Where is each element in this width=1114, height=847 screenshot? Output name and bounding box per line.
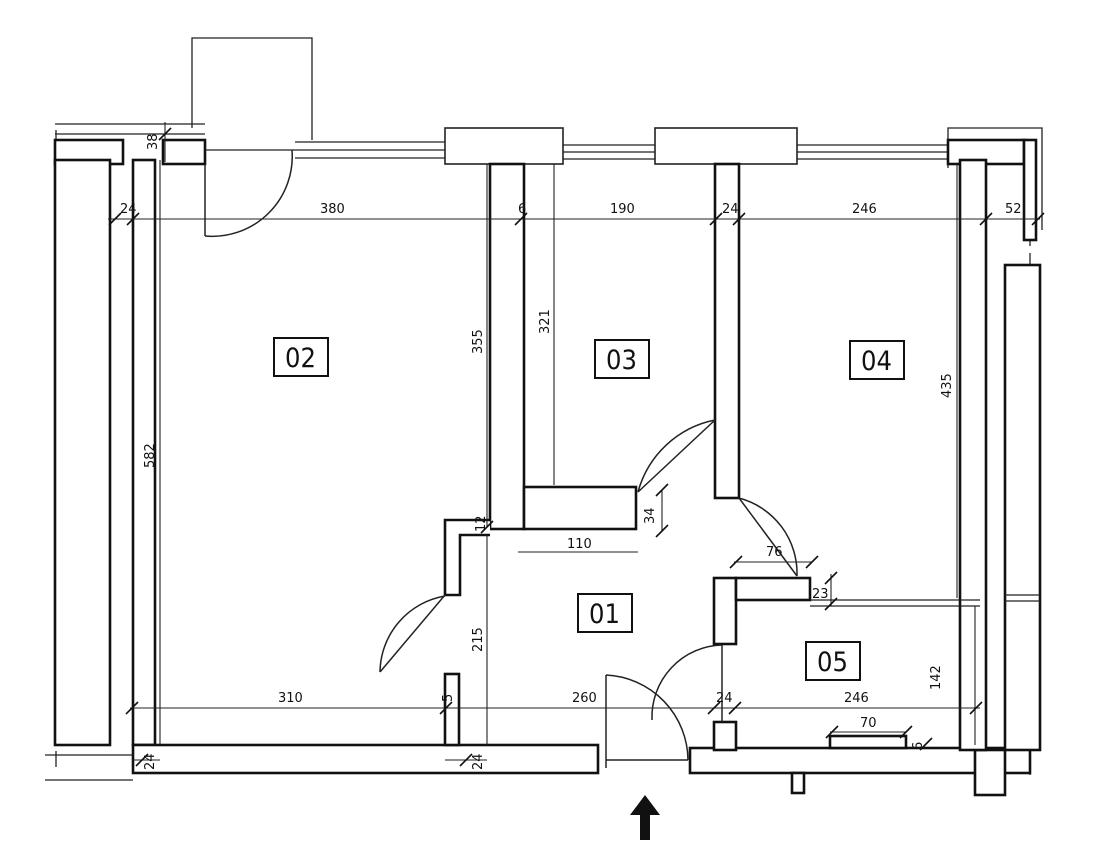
doors: [204, 149, 798, 768]
dim-76: 76: [766, 545, 783, 560]
dim-52: 52: [1005, 202, 1022, 217]
room-label-05: 05: [805, 641, 861, 681]
room-labels: 02 03 04 01 05: [273, 337, 905, 681]
dim-246-top: 246: [852, 202, 877, 217]
dim-110: 110: [567, 537, 592, 552]
dimension-labels: 24 380 6 190 24 246 52 38 582 355 321 43…: [120, 133, 1022, 770]
dim-260: 260: [572, 691, 597, 706]
balcony: [191, 37, 313, 140]
dim-34: 34: [643, 507, 658, 524]
dim-24-left-bottom: 24: [143, 753, 158, 770]
dim-321: 321: [538, 309, 553, 334]
dim-24-mid-bottom: 24: [716, 691, 733, 706]
dim-12: 12: [474, 515, 489, 532]
dim-5: 5: [441, 694, 456, 702]
room-label-02-text: 02: [285, 343, 316, 374]
dim-38: 38: [146, 133, 161, 150]
dim-24-bottom: 24: [471, 753, 486, 770]
dim-310: 310: [278, 691, 303, 706]
room-label-03-text: 03: [606, 345, 637, 376]
dim-582: 582: [143, 443, 158, 468]
dim-215: 215: [471, 627, 486, 652]
dim-6-top: 6: [518, 202, 526, 217]
room-label-04-text: 04: [861, 346, 892, 377]
dim-355: 355: [471, 329, 486, 354]
dim-6-bottom: 6: [911, 742, 926, 750]
dim-142: 142: [929, 665, 944, 690]
exterior-walls: [45, 123, 1043, 797]
room-label-04: 04: [849, 340, 905, 380]
dim-246-bottom: 246: [844, 691, 869, 706]
dim-23: 23: [812, 587, 829, 602]
room-label-02: 02: [273, 337, 329, 377]
entrance-arrow-icon: [630, 795, 660, 840]
dim-380: 380: [320, 202, 345, 217]
dim-190: 190: [610, 202, 635, 217]
interior-walls: [443, 162, 1040, 752]
dim-70: 70: [860, 716, 877, 731]
dim-24-mid-top: 24: [722, 202, 739, 217]
room-label-05-text: 05: [817, 647, 848, 678]
dimension-lines: [108, 122, 1045, 767]
dim-435: 435: [940, 373, 955, 398]
dim-24-left-top: 24: [120, 202, 137, 217]
room-label-01: 01: [577, 593, 633, 633]
room-label-03: 03: [594, 339, 650, 379]
boundary-lines: [55, 130, 1031, 780]
room-label-01-text: 01: [589, 599, 620, 630]
